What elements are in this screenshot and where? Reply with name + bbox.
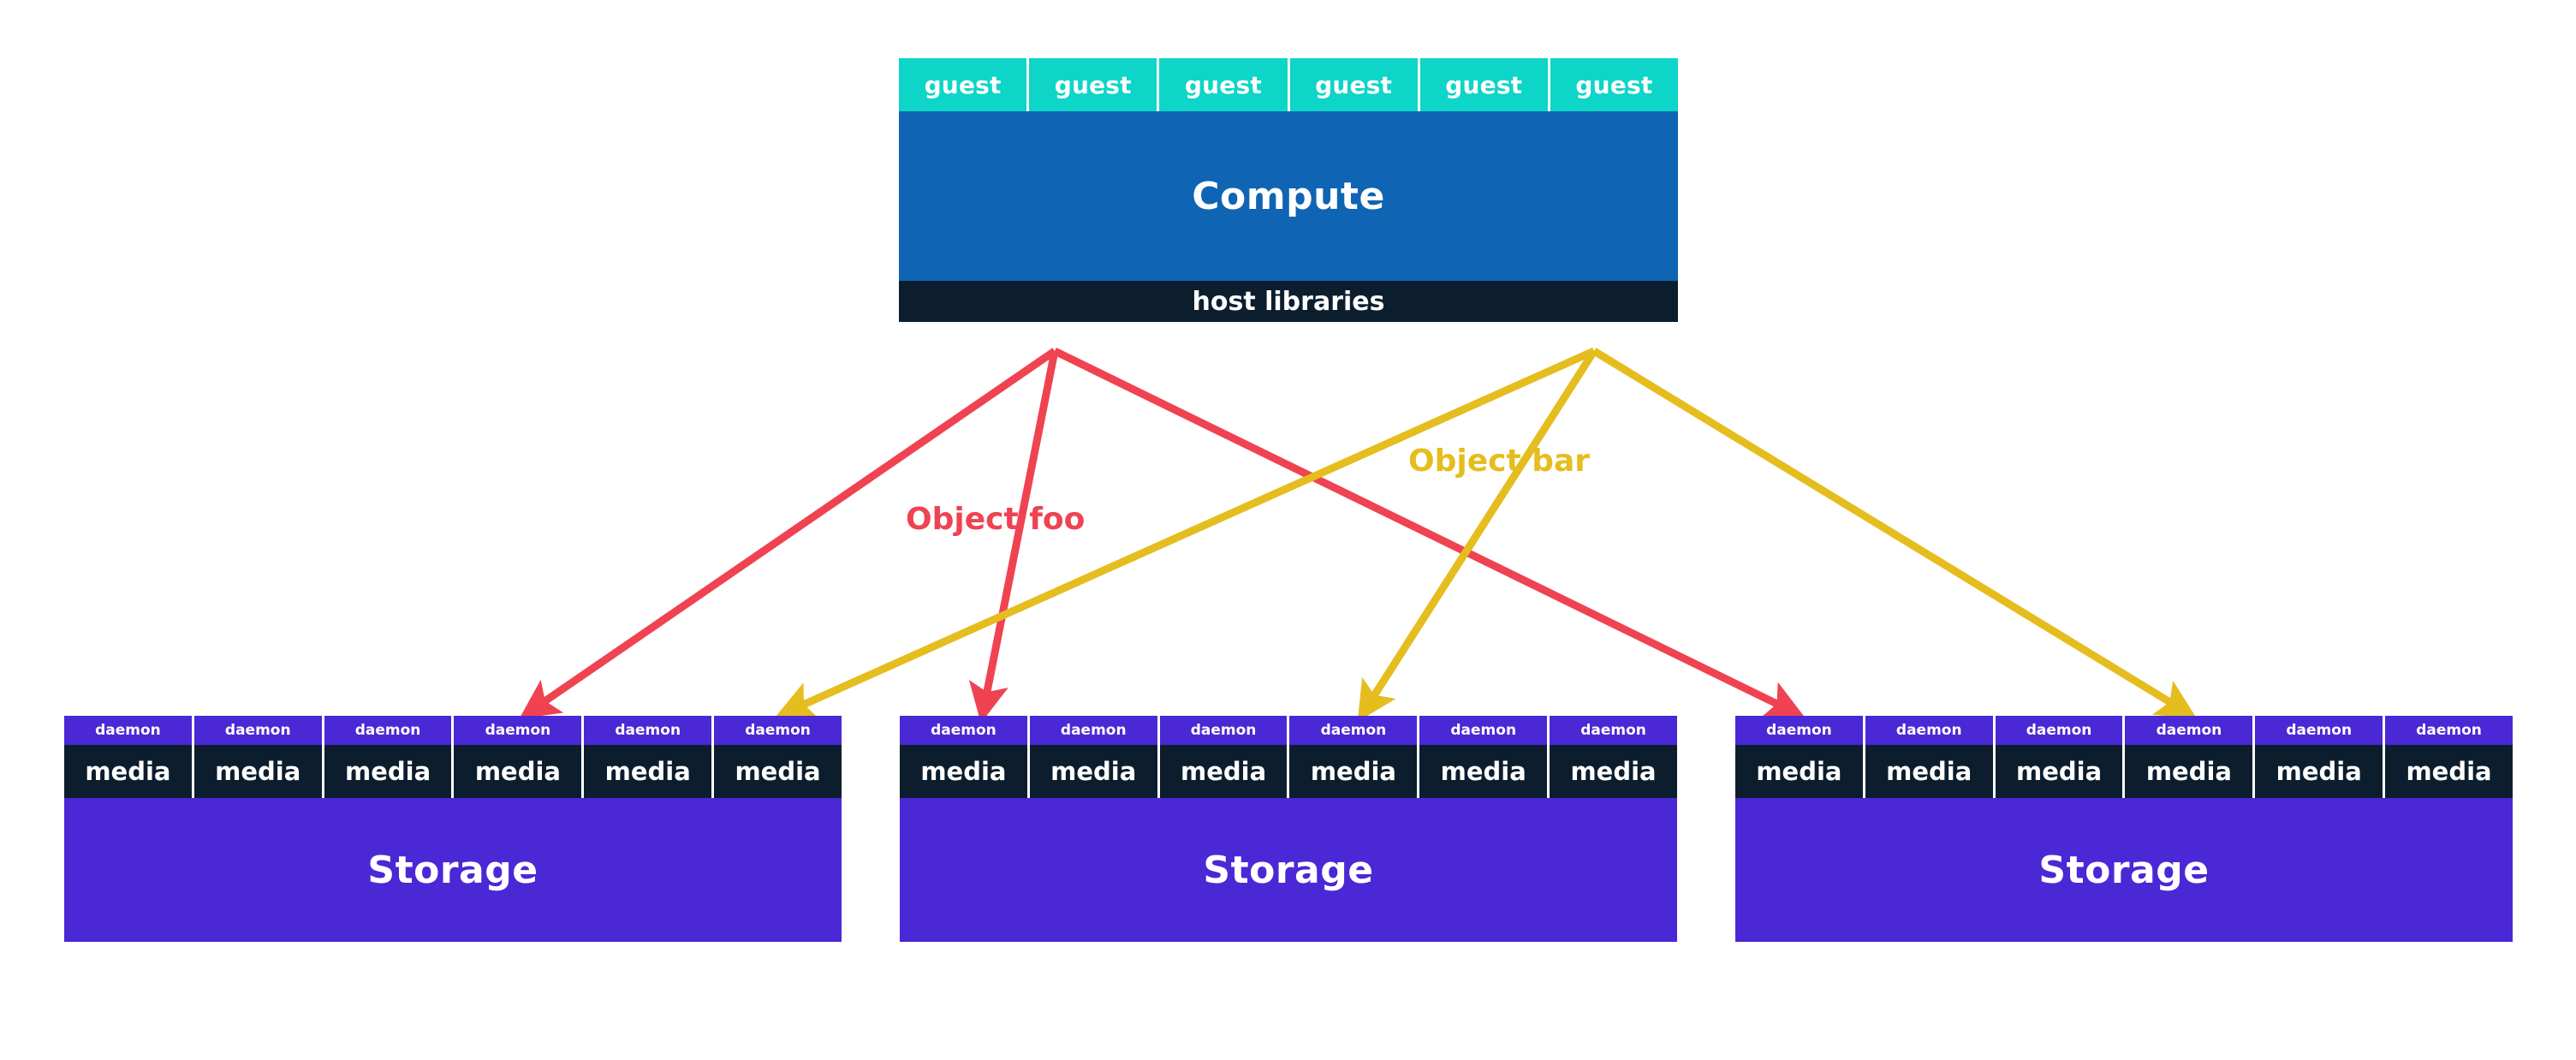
daemon-cell[interactable]: daemon	[2255, 716, 2386, 745]
storage-block[interactable]: Storage	[900, 798, 1677, 942]
media-cell[interactable]: media	[2385, 745, 2513, 798]
guest-cell[interactable]: guest	[1419, 58, 1550, 111]
media-cell[interactable]: media	[1995, 745, 2126, 798]
daemon-cell[interactable]: daemon	[1995, 716, 2126, 745]
media-cell[interactable]: media	[324, 745, 455, 798]
daemon-cell[interactable]: daemon	[1289, 716, 1420, 745]
daemon-cell[interactable]: daemon	[1159, 716, 1290, 745]
media-row: media media media media media media	[1735, 745, 2513, 798]
storage-node: daemon daemon daemon daemon daemon daemo…	[1735, 716, 2513, 942]
daemon-cell[interactable]: daemon	[1550, 716, 1677, 745]
guest-cell[interactable]: guest	[899, 58, 1030, 111]
daemon-row: daemon daemon daemon daemon daemon daemo…	[900, 716, 1677, 745]
daemon-cell[interactable]: daemon	[454, 716, 585, 745]
media-row: media media media media media media	[900, 745, 1677, 798]
guest-row: guest guest guest guest guest guest	[899, 58, 1679, 111]
object-bar-label: Object bar	[1408, 444, 1591, 479]
media-cell[interactable]: media	[454, 745, 585, 798]
media-cell[interactable]: media	[1735, 745, 1865, 798]
media-cell[interactable]: media	[2125, 745, 2256, 798]
daemon-cell[interactable]: daemon	[193, 716, 324, 745]
daemon-cell[interactable]: daemon	[584, 716, 715, 745]
media-cell[interactable]: media	[714, 745, 842, 798]
daemon-cell[interactable]: daemon	[1029, 716, 1160, 745]
daemon-cell[interactable]: daemon	[1419, 716, 1550, 745]
host-libraries-bar[interactable]: host libraries	[899, 281, 1678, 322]
storage-block[interactable]: Storage	[1735, 798, 2513, 942]
daemon-row: daemon daemon daemon daemon daemon daemo…	[64, 716, 842, 745]
object-bar-arrow-3	[1591, 348, 2197, 719]
media-cell[interactable]: media	[2255, 745, 2386, 798]
media-cell[interactable]: media	[1159, 745, 1290, 798]
media-cell[interactable]: media	[900, 745, 1030, 798]
daemon-cell[interactable]: daemon	[714, 716, 842, 745]
media-cell[interactable]: media	[1419, 745, 1550, 798]
storage-node: daemon daemon daemon daemon daemon daemo…	[64, 716, 842, 942]
media-cell[interactable]: media	[1550, 745, 1677, 798]
guest-cell[interactable]: guest	[1159, 58, 1290, 111]
object-bar-arrow-2	[1357, 348, 1597, 722]
object-foo-arrows	[519, 347, 1806, 724]
storage-node: daemon daemon daemon daemon daemon daemo…	[900, 716, 1677, 942]
compute-block[interactable]: Compute	[899, 111, 1678, 281]
guest-cell[interactable]: guest	[1550, 58, 1679, 111]
storage-block[interactable]: Storage	[64, 798, 842, 942]
daemon-cell[interactable]: daemon	[64, 716, 194, 745]
compute-host-stack: guest guest guest guest guest guest Comp…	[899, 58, 1679, 322]
daemon-cell[interactable]: daemon	[1735, 716, 1865, 745]
daemon-cell[interactable]: daemon	[324, 716, 455, 745]
media-cell[interactable]: media	[584, 745, 715, 798]
guest-cell[interactable]: guest	[1289, 58, 1420, 111]
daemon-cell[interactable]: daemon	[900, 716, 1030, 745]
object-foo-arrow-3	[1053, 347, 1806, 718]
media-cell[interactable]: media	[1029, 745, 1160, 798]
media-cell[interactable]: media	[193, 745, 324, 798]
daemon-row: daemon daemon daemon daemon daemon daemo…	[1735, 716, 2513, 745]
daemon-cell[interactable]: daemon	[2125, 716, 2256, 745]
media-row: media media media media media media	[64, 745, 842, 798]
object-foo-label: Object foo	[906, 502, 1086, 537]
guest-cell[interactable]: guest	[1029, 58, 1160, 111]
daemon-cell[interactable]: daemon	[1865, 716, 1996, 745]
media-cell[interactable]: media	[1289, 745, 1420, 798]
daemon-cell[interactable]: daemon	[2385, 716, 2513, 745]
media-cell[interactable]: media	[1865, 745, 1996, 798]
media-cell[interactable]: media	[64, 745, 194, 798]
